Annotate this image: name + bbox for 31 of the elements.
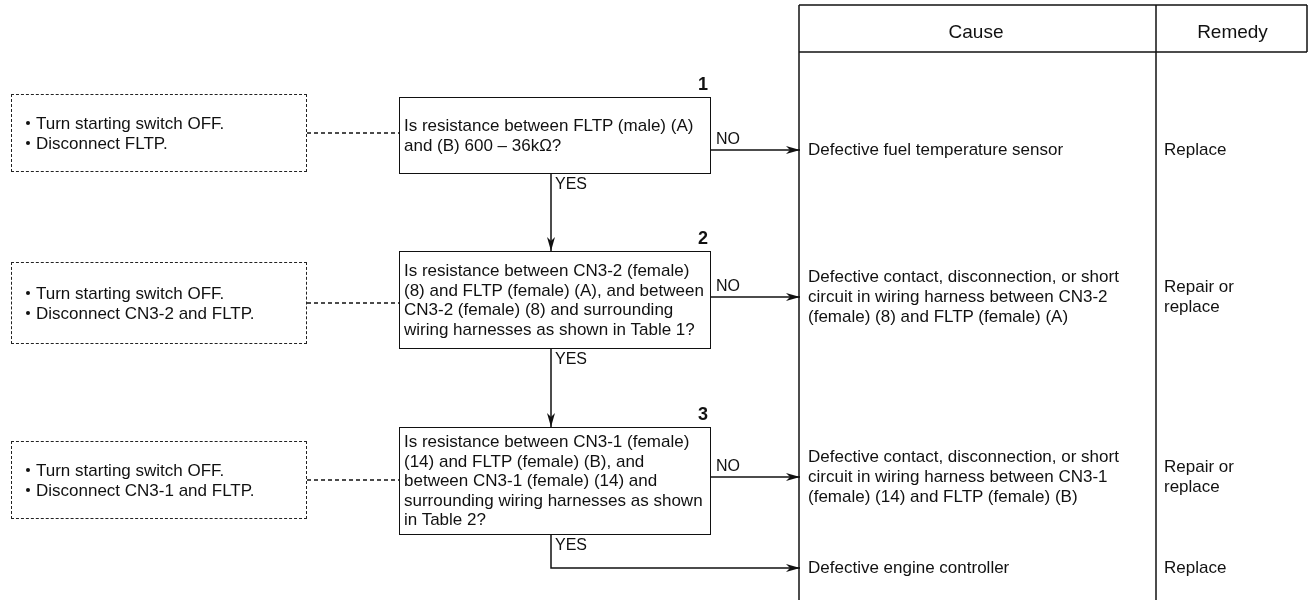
question-text: Is resistance between CN3-1 (female) (14) and FLTP (female) (B), and between CN3-1 (female) (14) and surrounding wiring harnesses as shown in Table 2? — [404, 432, 704, 530]
arrow — [710, 293, 801, 301]
remedy-text: Repair or replace — [1164, 277, 1235, 317]
remedy-text: Replace — [1164, 558, 1227, 578]
preparation-box — [11, 441, 307, 519]
remedy-text: Replace — [1164, 140, 1227, 160]
arrow — [547, 173, 555, 252]
preparation-box — [11, 262, 307, 344]
cause-text: Defective engine controller — [800, 548, 1152, 588]
cause-text: Defective contact, disconnection, or short circuit in wiring harness between CN3-2 (female) (8) and FLTP (female) (A) — [800, 250, 1152, 344]
arrow — [710, 473, 801, 481]
remedy-text: Repair or replace — [1164, 457, 1235, 497]
instruction-text: Disconnect FLTP. — [36, 134, 168, 154]
preparation-box — [11, 94, 307, 172]
step-number: 1 — [698, 74, 708, 94]
instruction-text: Turn starting switch OFF. — [36, 461, 225, 481]
cause-text: Defective fuel temperature sensor — [800, 130, 1152, 170]
step-number: 2 — [698, 228, 708, 248]
instruction-text: Disconnect CN3-1 and FLTP. — [36, 481, 255, 501]
cause-text: Defective contact, disconnection, or short circuit in wiring harness between CN3-1 (female) (14) and FLTP (female) (B) — [800, 430, 1152, 524]
question-text: Is resistance between FLTP (male) (A) and (B) 600 – 36kΩ? — [404, 116, 695, 155]
column-header: Remedy — [1197, 22, 1268, 42]
instruction-text: Turn starting switch OFF. — [36, 284, 225, 304]
instruction-text: Disconnect CN3-2 and FLTP. — [36, 304, 255, 324]
question-text: Is resistance between CN3-2 (female) (8) and FLTP (female) (A), and between CN3-2 (female) (8) and surrounding wiring harnesses as shown in Table 1? — [404, 261, 705, 339]
column-header: Cause — [948, 22, 1004, 42]
arrow — [550, 534, 801, 572]
arrow — [547, 348, 555, 428]
instruction-text: Turn starting switch OFF. — [36, 114, 225, 134]
arrow — [710, 146, 801, 154]
step-number: 3 — [698, 404, 708, 424]
